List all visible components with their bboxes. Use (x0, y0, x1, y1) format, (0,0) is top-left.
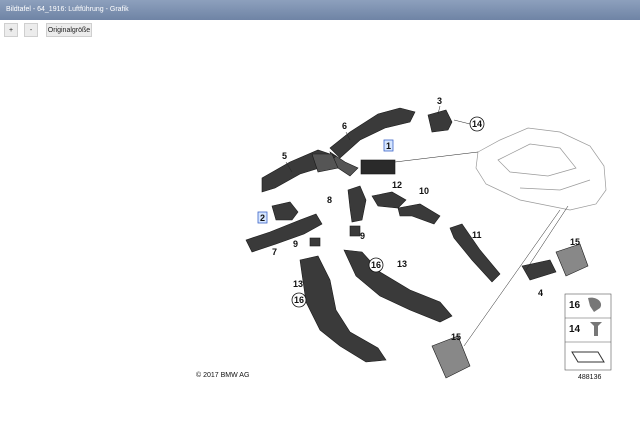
packaging-icon (571, 351, 605, 363)
part-15-grille-bottom (431, 335, 471, 379)
part-9-clip-a (309, 237, 321, 247)
callout-15b[interactable]: 15 (451, 332, 461, 342)
vehicle-outline (475, 127, 607, 211)
callout-5[interactable]: 5 (282, 151, 287, 161)
part-15-grille-right (555, 243, 589, 277)
callout-11[interactable]: 11 (472, 230, 482, 240)
part-13-lower-duct (299, 255, 387, 363)
part-11-duct (449, 223, 501, 283)
part-7-duct (245, 213, 323, 253)
callout-8[interactable]: 8 (327, 195, 332, 205)
legend-16: 16 (569, 300, 581, 311)
diagram-canvas: 1 2 3 4 5 6 7 8 9 10 11 12 13 13 14 15 1… (196, 96, 612, 381)
callout-4[interactable]: 4 (538, 288, 543, 298)
toolbar: + - Originalgröße (0, 20, 640, 40)
callout-14-circle (469, 116, 485, 132)
zoom-in-button[interactable]: + (4, 23, 18, 37)
callout-16-circle (291, 292, 307, 308)
callout-7[interactable]: 7 (272, 247, 277, 257)
callout-1[interactable]: 1 (386, 141, 391, 151)
callout-13a[interactable]: 13 (397, 259, 407, 269)
part-shapes (245, 107, 589, 379)
part-3-bracket (427, 109, 453, 133)
clip-icon (588, 297, 602, 312)
original-size-button[interactable]: Originalgröße (46, 23, 92, 37)
parts-diagram: 1 2 3 4 5 6 7 8 9 10 11 12 13 13 14 15 1… (0, 40, 640, 432)
part-12-part (371, 191, 407, 209)
callout-16[interactable]: 16 (294, 295, 304, 305)
window-title: Bildtafel - 64_1916: Luftführung - Grafi… (6, 6, 129, 13)
callout-12[interactable]: 12 (392, 180, 402, 190)
callout-1-highlight (383, 139, 394, 152)
callout-6[interactable]: 6 (342, 121, 347, 131)
zoom-out-button[interactable]: - (24, 23, 38, 37)
part-6-duct (329, 107, 416, 159)
callout-13b[interactable]: 13 (293, 279, 303, 289)
part-8-duct (347, 185, 367, 223)
part-4-part (521, 259, 557, 281)
part-10-part (397, 203, 441, 225)
part-1-vent (360, 159, 396, 175)
callout-16b[interactable]: 16 (371, 260, 381, 270)
part-9-clip-b (349, 225, 361, 237)
callout-3[interactable]: 3 (437, 96, 442, 106)
callout-15a[interactable]: 15 (570, 237, 580, 247)
callout-2[interactable]: 2 (260, 213, 265, 223)
callout-9a[interactable]: 9 (293, 239, 298, 249)
screw-icon (590, 322, 602, 336)
callout-9b[interactable]: 9 (360, 231, 365, 241)
callout-labels: 1 2 3 4 5 6 7 8 9 10 11 12 13 13 14 15 1… (257, 96, 580, 342)
legend-box: 16 14 (564, 293, 612, 371)
part-5-outlet (311, 153, 339, 173)
copyright-text: © 2017 BMW AG (196, 371, 249, 379)
part-2-part (271, 201, 299, 221)
image-number: 488136 (578, 374, 601, 381)
callout-14[interactable]: 14 (472, 119, 482, 129)
callout-16b-circle (368, 257, 384, 273)
window-title-bar: Bildtafel - 64_1916: Luftführung - Grafi… (0, 0, 640, 20)
callout-2-highlight (257, 211, 268, 224)
callout-10[interactable]: 10 (419, 186, 429, 196)
leader-lines (285, 105, 569, 347)
legend-14: 14 (569, 324, 581, 335)
